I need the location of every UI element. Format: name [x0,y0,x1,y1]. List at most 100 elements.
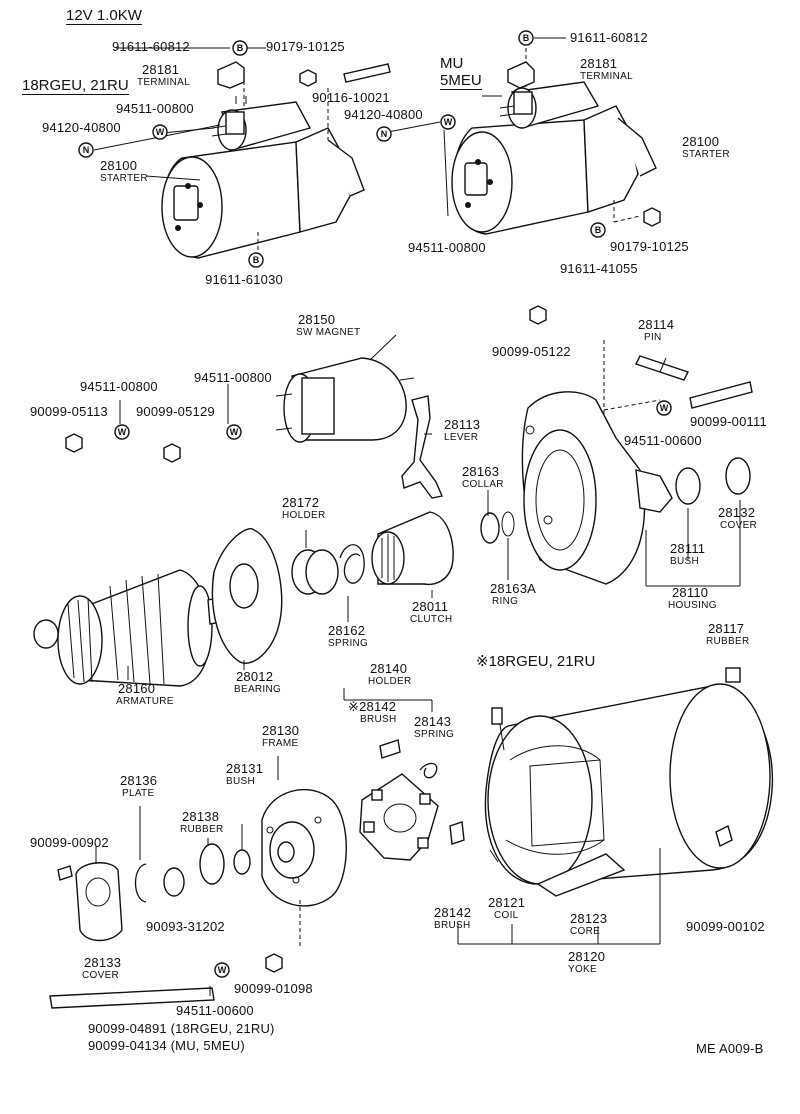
frame-bush [233,849,251,875]
part-name: PIN [644,332,662,343]
yoke [484,683,774,885]
nut-05113 [65,433,83,453]
symbol-washer: W [444,117,453,127]
part-number: 90099-04134 (MU, 5MEU) [88,1038,245,1053]
part-number: 28114 [638,317,675,332]
plate [134,863,147,903]
part-name: RING [492,596,519,607]
stud-bolt [343,63,391,83]
part-number: 28143 [414,714,452,729]
part-number: 28120 [568,949,606,964]
part-number: 28100 [682,134,720,149]
part-name: HOLDER [282,510,326,521]
terminal-bracket-left [217,61,245,89]
part-number: 90099-05129 [136,404,215,419]
part-name: COIL [494,910,519,921]
part-number: 91611-41055 [560,261,638,276]
part-number: 28012 [236,669,274,684]
brush-spring [419,762,438,779]
part-number: 90116-10021 [312,90,390,105]
part-number: 90179-10125 [610,239,689,254]
part-number: 28136 [120,773,158,788]
part-number: 28130 [262,723,300,738]
part-number: 90179-10125 [266,39,345,54]
part-number: 91611-60812 [570,30,648,45]
spec-heading: 12V 1.0KW [66,7,142,25]
part-name: BRUSH [360,714,397,725]
part-name: RUBBER [706,636,750,647]
part-name: COLLAR [462,479,504,490]
solenoid [275,357,415,443]
brush-top [379,739,401,759]
part-name: COVER [82,970,120,981]
part-name: YOKE [568,964,597,975]
part-name: CORE [570,926,601,937]
starter-left [161,74,365,259]
part-number: 28181 [580,56,618,71]
part-number: ※28142 [348,699,397,714]
part-number: 28132 [718,505,756,520]
part-number: 91611-60812 [112,39,190,54]
part-number: 28172 [282,495,320,510]
part-number: 94120-40800 [344,107,423,122]
symbol-bolt: B [237,43,244,53]
symbol-bolt: B [253,255,260,265]
brush-bottom [449,821,465,845]
part-name: TERMINAL [580,71,633,82]
part-number: 28110 [672,585,709,600]
part-number: 28111 [670,541,706,556]
part-number: 94511-00600 [624,433,702,448]
part-number: 28138 [182,809,220,824]
part-number: 28140 [370,661,408,676]
part-name: TERMINAL [137,77,190,88]
symbol-bolt: B [523,33,530,43]
commutator-frame [261,788,347,907]
part-number: 28163A [490,581,537,596]
yoke-rubber [725,667,741,683]
part-number: 28162 [328,623,366,638]
part-name: BRUSH [434,920,471,931]
group-label-right-2: 5MEU [440,72,482,90]
part-name: BUSH [226,776,255,787]
part-name: SW MAGNET [296,327,361,338]
part-name: CLUTCH [410,614,453,625]
rubber-ring [199,843,225,885]
part-number: 28150 [298,312,336,327]
drive-housing [521,391,673,585]
spring [339,544,365,584]
nut-top [529,305,547,325]
part-number: 90099-00102 [686,919,765,934]
part-name: PLATE [122,788,155,799]
screw-00902 [57,865,73,881]
part-number: 28117 [708,621,745,636]
housing-bush [675,467,701,505]
nut-right [643,207,661,227]
part-number: 28160 [118,681,156,696]
brush-holder [359,773,439,861]
part-number: 28100 [100,158,138,173]
symbol-markers: B W N B B W N B W W W W [78,30,672,978]
washer-plate [163,867,185,897]
group-label-left: 18RGEU, 21RU [22,77,129,95]
part-number: 94511-00800 [194,370,272,385]
armature [33,569,241,687]
field-core [536,853,626,897]
part-number: 28163 [462,464,500,479]
part-number: 28121 [488,895,526,910]
symbol-washer: W [118,427,127,437]
part-name: STARTER [100,173,148,184]
part-name: HOLDER [368,676,412,687]
part-name: STARTER [682,149,730,160]
yoke-screw [715,824,733,848]
part-name: ARMATURE [116,696,174,707]
part-name: BUSH [670,556,699,567]
symbol-nut: N [83,145,90,155]
part-number: 94120-40800 [42,120,121,135]
lever [401,395,443,499]
part-name: COVER [720,520,758,531]
part-number: 28181 [142,62,180,77]
clutch [371,511,454,586]
through-bolt [49,987,215,1009]
part-name: RUBBER [180,824,224,835]
